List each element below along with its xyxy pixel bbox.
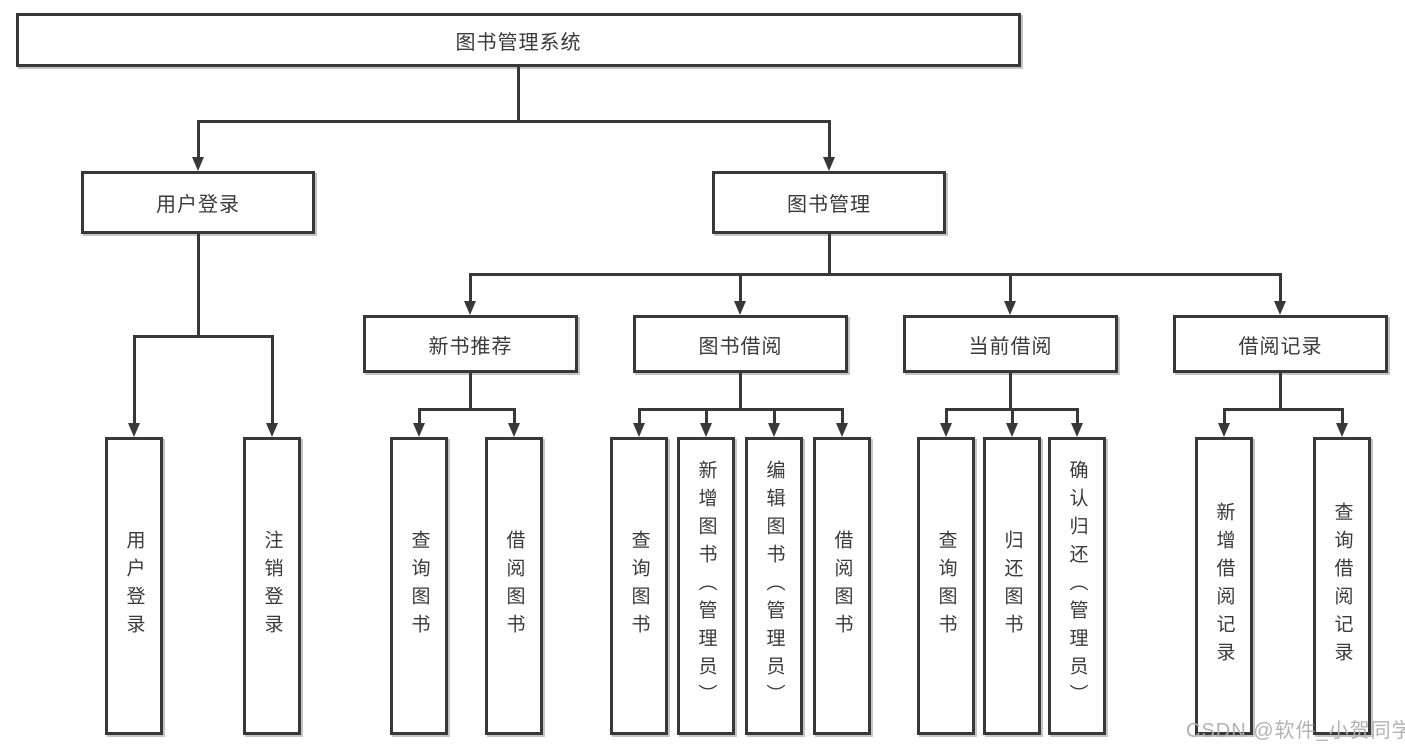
arrowhead-login bbox=[128, 423, 140, 437]
arrowhead-current-borrow bbox=[1004, 301, 1016, 315]
arrowhead bbox=[413, 423, 425, 437]
connector-drop bbox=[418, 408, 421, 424]
connector-drop bbox=[773, 408, 776, 424]
arrowhead bbox=[1006, 423, 1018, 437]
arrowhead-new-books bbox=[464, 301, 476, 315]
leaf-return-books: 归还图书 bbox=[983, 437, 1041, 735]
arrowhead bbox=[940, 423, 952, 437]
leaf-confirm-return-admin: 确认归还（管理员） bbox=[1048, 437, 1106, 735]
connector-drop bbox=[841, 408, 844, 424]
connector-current-borrow-drop bbox=[1009, 273, 1012, 302]
node-new-book-recommend: 新书推荐 bbox=[363, 315, 578, 373]
connector-drop bbox=[1223, 408, 1226, 424]
connector-drop bbox=[1076, 408, 1079, 424]
csdn-watermark: CSDN @软件_小贺同学 bbox=[1186, 720, 1405, 742]
leaf-query-borrow-record: 查询借阅记录 bbox=[1313, 437, 1371, 735]
connector-borrowing-drop bbox=[739, 273, 742, 302]
arrowhead bbox=[1218, 423, 1230, 437]
arrowhead bbox=[508, 423, 520, 437]
connector-drop bbox=[1011, 408, 1014, 424]
node-book-borrowing: 图书借阅 bbox=[633, 315, 848, 373]
arrowhead bbox=[700, 423, 712, 437]
connector-current-stem bbox=[1009, 373, 1012, 408]
connector-logout-drop bbox=[271, 335, 274, 424]
leaf-query-books-2: 查询图书 bbox=[610, 437, 668, 735]
connector-new-books-rail bbox=[418, 408, 516, 411]
arrowhead bbox=[1336, 423, 1348, 437]
connector-records-rail bbox=[1223, 408, 1344, 411]
node-borrowing-records: 借阅记录 bbox=[1173, 315, 1388, 373]
arrowhead-user-login bbox=[192, 157, 204, 171]
arrowhead bbox=[836, 423, 848, 437]
connector-user-login-drop bbox=[197, 120, 200, 158]
connector-new-books-drop bbox=[469, 273, 472, 302]
leaf-add-books-admin: 新增图书（管理员） bbox=[677, 437, 735, 735]
connector-drop bbox=[638, 408, 641, 424]
connector-borrowing-rail bbox=[638, 408, 844, 411]
leaf-query-books-1: 查询图书 bbox=[390, 437, 448, 735]
connector-drop bbox=[1341, 408, 1344, 424]
leaf-add-borrow-record: 新增借阅记录 bbox=[1195, 437, 1253, 735]
connector-records-stem bbox=[1279, 373, 1282, 408]
node-library-management-system: 图书管理系统 bbox=[16, 13, 1021, 67]
leaf-user-login: 用户登录 bbox=[105, 437, 163, 735]
node-current-borrowing: 当前借阅 bbox=[903, 315, 1118, 373]
connector-book-mgmt-drop bbox=[828, 120, 831, 158]
connector-book-mgmt-rail bbox=[469, 273, 1282, 276]
connector-drop bbox=[513, 408, 516, 424]
connector-user-login-rail bbox=[133, 335, 274, 338]
arrowhead-logout bbox=[266, 423, 278, 437]
leaf-borrow-books-2: 借阅图书 bbox=[813, 437, 871, 735]
leaf-edit-books-admin: 编辑图书（管理员） bbox=[745, 437, 803, 735]
arrowhead-borrowing bbox=[734, 301, 746, 315]
arrowhead bbox=[1071, 423, 1083, 437]
connector-borrowing-stem bbox=[739, 373, 742, 408]
leaf-query-books-3: 查询图书 bbox=[917, 437, 975, 735]
node-user-login: 用户登录 bbox=[81, 171, 315, 234]
arrowhead bbox=[633, 423, 645, 437]
connector-user-login-stem bbox=[197, 234, 200, 335]
connector-borrow-records-drop bbox=[1279, 273, 1282, 302]
connector-drop bbox=[945, 408, 948, 424]
arrowhead bbox=[768, 423, 780, 437]
connector-login-drop bbox=[133, 335, 136, 424]
connector-root-rail bbox=[197, 120, 831, 123]
connector-drop bbox=[705, 408, 708, 424]
connector-root-stem bbox=[517, 67, 520, 120]
arrowhead-book-mgmt bbox=[823, 157, 835, 171]
leaf-logout: 注销登录 bbox=[243, 437, 301, 735]
leaf-borrow-books-1: 借阅图书 bbox=[485, 437, 543, 735]
node-book-management: 图书管理 bbox=[712, 171, 946, 234]
connector-book-mgmt-stem bbox=[828, 234, 831, 273]
arrowhead-borrow-records bbox=[1274, 301, 1286, 315]
connector-new-books-stem bbox=[469, 373, 472, 408]
